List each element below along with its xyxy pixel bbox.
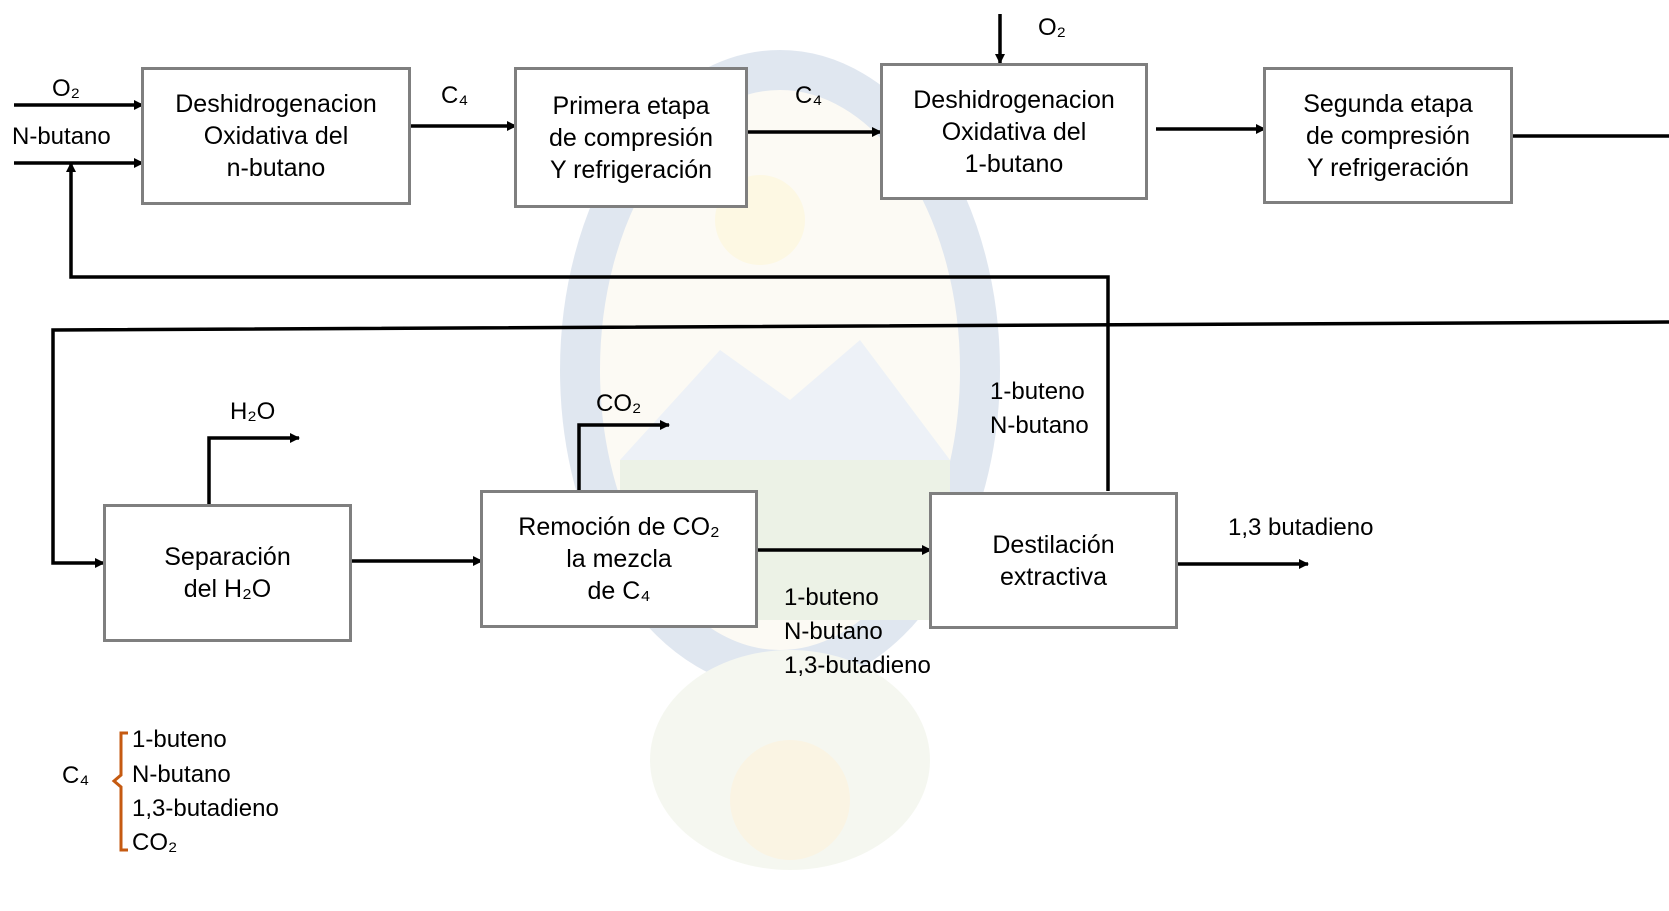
box-line: la mezcla [566, 545, 672, 573]
legend-bracket [111, 731, 128, 852]
label-c4-second: C₄ [795, 82, 823, 109]
legend-item: 1-buteno [132, 726, 227, 753]
label-co2-out: CO₂ [596, 390, 642, 417]
box-line: Segunda etapa [1303, 89, 1473, 118]
box-line: Remoción de CO₂ [518, 513, 720, 541]
label-mix-butadieno: 1,3-butadieno [784, 652, 931, 679]
box-remocion-co2: Remoción de CO₂ la mezcla de C₄ [480, 490, 758, 628]
box-line: de compresión [549, 123, 713, 152]
h2o-out-arrow [207, 433, 300, 505]
box-line: 1-butano [964, 149, 1064, 178]
label-recycle-n-butano: N-butano [990, 412, 1089, 439]
legend-item: CO₂ [132, 829, 178, 856]
box-deshidrogenacion-1-butano: Deshidrogenacion Oxidativa del 1-butano [880, 63, 1148, 200]
box-line: n-butano [226, 154, 326, 182]
label-o2-top: O₂ [1038, 14, 1066, 41]
box-line: Deshidrogenacion [175, 90, 377, 118]
label-n-butano-feed: N-butano [12, 123, 111, 150]
legend-item: N-butano [132, 761, 231, 788]
box-primera-compresion: Primera etapa de compresión Y refrigerac… [514, 67, 748, 208]
box-line: Deshidrogenacion [913, 85, 1115, 114]
recycle-line [66, 162, 1110, 491]
box-line: del H₂O [183, 575, 272, 603]
label-h2o-out: H₂O [230, 398, 276, 425]
box-line: Oxidativa del [941, 117, 1087, 146]
label-c4-first: C₄ [441, 82, 469, 109]
label-o2-feed: O₂ [52, 75, 80, 102]
box-line: de compresión [1306, 121, 1470, 150]
box-deshidrogenacion-n-butano: Deshidrogenacion Oxidativa del n-butano [141, 67, 411, 205]
label-mix-n-butano: N-butano [784, 618, 883, 645]
box-line: Y refrigeración [1306, 153, 1470, 182]
box-line: extractiva [1000, 562, 1107, 591]
box-line: Y refrigeración [549, 155, 713, 184]
legend-c4-symbol: C₄ [62, 762, 90, 789]
return-line [51, 320, 1669, 568]
box-separacion-h2o: Separación del H₂O [103, 504, 352, 642]
box-line: Primera etapa [552, 91, 710, 120]
label-recycle-1-buteno: 1-buteno [990, 378, 1085, 405]
box-line: Oxidativa del [203, 122, 349, 150]
box-line: Destilación [992, 530, 1115, 559]
co2-out-arrow [577, 420, 670, 491]
label-mix-1-buteno: 1-buteno [784, 584, 879, 611]
box-line: de C₄ [587, 577, 651, 605]
box-line: Separación [164, 543, 291, 571]
box-segunda-compresion: Segunda etapa de compresión Y refrigerac… [1263, 67, 1513, 204]
box-destilacion-extractiva: Destilación extractiva [929, 492, 1178, 629]
label-product-butadieno: 1,3 butadieno [1228, 514, 1374, 541]
legend-item: 1,3-butadieno [132, 795, 279, 822]
